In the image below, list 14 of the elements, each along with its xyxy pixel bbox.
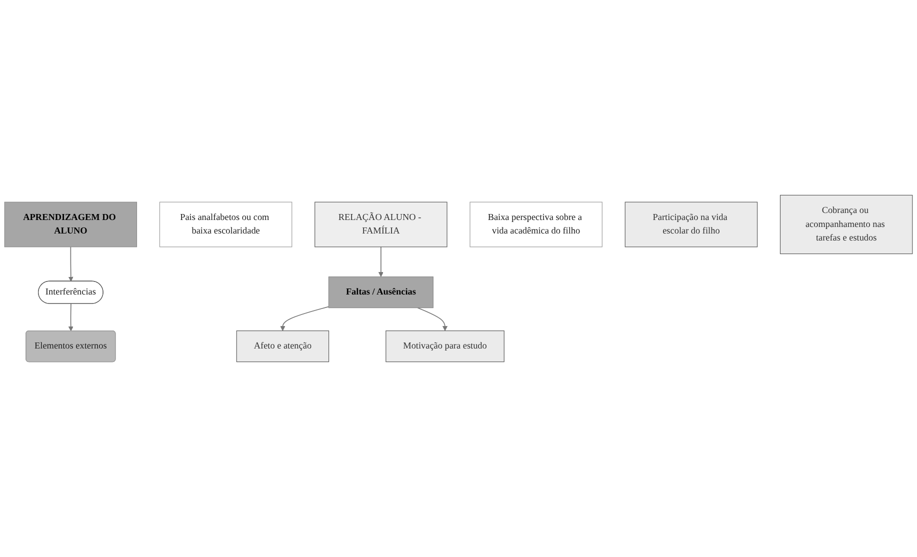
node-box: Faltas / Ausências — [328, 276, 434, 308]
node-box: Participação na vida escolar do filho — [624, 202, 758, 248]
arrow — [68, 246, 74, 282]
arrow — [280, 306, 330, 332]
node-box: APRENDIZAGEM DO ALUNO — [4, 202, 138, 248]
node-box: Pais analfabetos ou com baixa escolaridade — [159, 202, 292, 248]
arrow — [68, 303, 74, 332]
node-box: RELAÇÃO ALUNO - FAMÍLIA — [314, 202, 448, 248]
node-box: Baixa perspectiva sobre a vida acadêmica do filho — [470, 202, 602, 248]
node-box: Cobrança ou acompanhamento nas tarefas e estudos — [780, 194, 913, 254]
arrow — [417, 307, 448, 332]
node-box: Motivação para estudo — [386, 330, 504, 362]
node-box: Afeto e atenção — [236, 330, 330, 362]
arrow — [378, 246, 384, 277]
